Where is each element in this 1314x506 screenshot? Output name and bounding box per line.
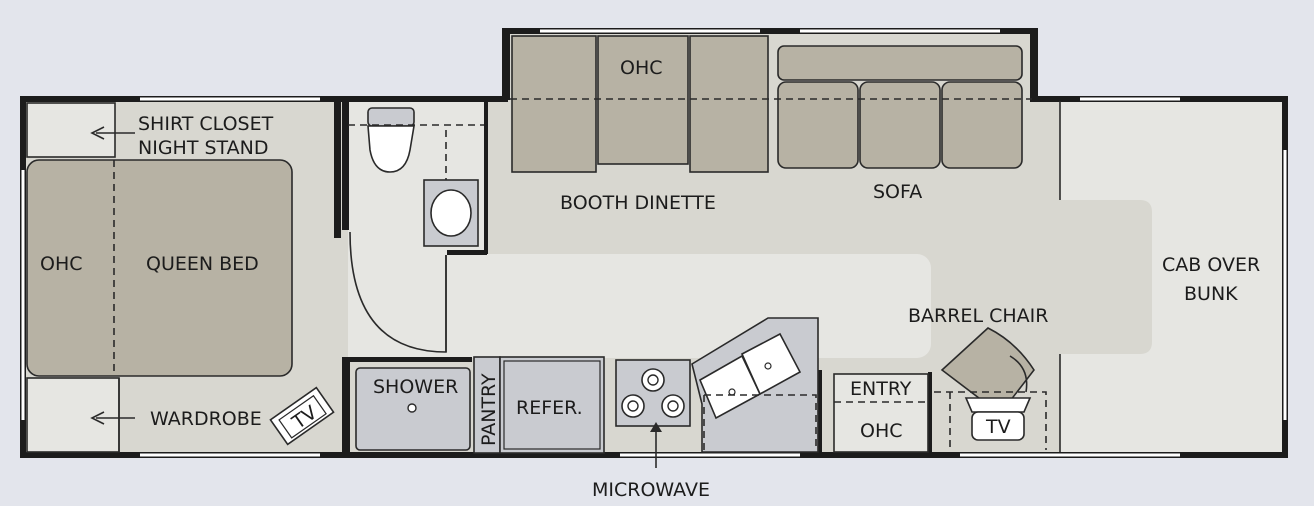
shirt-closet-label: SHIRT CLOSET: [138, 113, 274, 135]
microwave-label: MICROWAVE: [592, 479, 710, 501]
toilet-tank: [367, 107, 415, 127]
queen-bed[interactable]: [26, 159, 293, 377]
bunk-label: BUNK: [1184, 283, 1238, 305]
floor-areas: [24, 32, 1286, 455]
exterior-walls: [20, 28, 1288, 458]
dinette-bench-left[interactable]: [511, 35, 597, 173]
front-tv[interactable]: TV: [964, 397, 1032, 441]
sofa-back: [777, 45, 1023, 81]
barrel-chair-label: BARREL CHAIR: [908, 305, 1048, 327]
cab-over-label: CAB OVER: [1162, 254, 1260, 276]
shower-label: SHOWER: [373, 376, 458, 398]
microwave-callout: MICROWAVE: [592, 422, 710, 501]
pantry-label: PANTRY: [478, 373, 500, 446]
shirt-closet[interactable]: [26, 102, 116, 158]
sofa-cushion-2[interactable]: [859, 81, 941, 169]
bedroom-tv[interactable]: TV: [269, 386, 335, 446]
sofa-label: SOFA: [873, 181, 922, 203]
night-stand-label: NIGHT STAND: [138, 137, 269, 159]
ohc-dinette-label: OHC: [620, 57, 663, 79]
wardrobe[interactable]: [26, 377, 120, 453]
queen-bed-label: QUEEN BED: [146, 253, 259, 275]
slide-out: OHC BOOTH DINETTE SOFA: [510, 35, 1032, 214]
entry-label: ENTRY: [850, 378, 912, 400]
galley-back: SHOWER PANTRY REFER.: [355, 356, 605, 454]
refer-label: REFER.: [516, 397, 583, 419]
interior-walls: [334, 100, 932, 454]
bedroom: SHIRT CLOSET NIGHT STAND OHC QUEEN BED W…: [26, 102, 335, 453]
sofa-cushion-3[interactable]: [941, 81, 1023, 169]
wardrobe-label: WARDROBE: [150, 408, 262, 430]
stove[interactable]: [615, 359, 691, 427]
ohc-bedroom-label: OHC: [40, 253, 83, 275]
arrow-wardrobe: [90, 411, 135, 425]
barrel-chair-area: BARREL CHAIR TV: [908, 305, 1048, 450]
booth-dinette-label: BOOTH DINETTE: [560, 192, 716, 214]
kitchen-sink[interactable]: [691, 317, 819, 453]
bathroom: [348, 107, 484, 353]
cab-over-bunk: CAB OVER BUNK: [1059, 101, 1260, 452]
toilet[interactable]: [367, 125, 415, 173]
sofa-cushion-1[interactable]: [777, 81, 859, 169]
dinette-table[interactable]: [597, 35, 689, 165]
refrigerator[interactable]: [499, 356, 605, 454]
tv-front-label: TV: [985, 416, 1011, 438]
ohc-entry-label: OHC: [860, 420, 903, 442]
bath-door-swing: [349, 231, 447, 353]
entry[interactable]: ENTRY OHC: [833, 373, 929, 453]
aisle-floor: [455, 254, 931, 358]
dinette-bench-right[interactable]: [689, 35, 769, 173]
arrow-shirt-closet: [90, 126, 135, 140]
bath-sink[interactable]: [430, 189, 472, 237]
